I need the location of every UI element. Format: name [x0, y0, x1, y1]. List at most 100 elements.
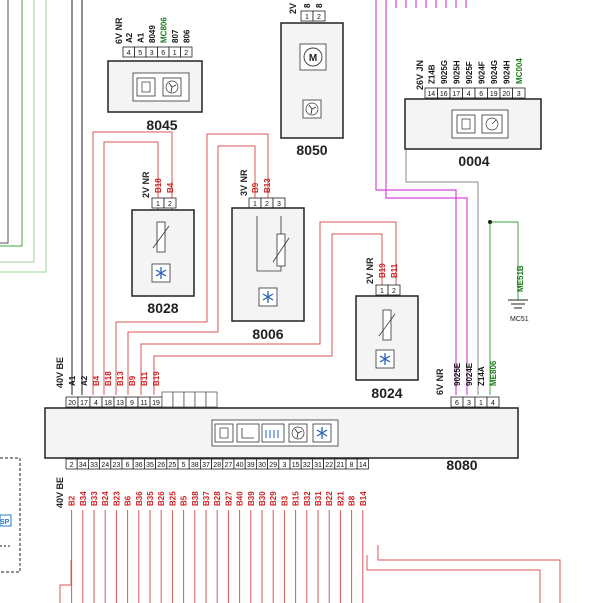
ecu-chip-icon: [456, 114, 476, 134]
c0004-wire-label: MC004: [515, 58, 524, 84]
c8024-wire-label: B11: [390, 263, 399, 278]
c8080-bottom-wire-label: B34: [79, 491, 88, 506]
c8080-bottom-pin-number: 26: [157, 462, 165, 469]
c8080-bottom-wire-label: B2: [68, 495, 77, 506]
c0004-pin-number: 3: [517, 91, 521, 98]
wire-9025e: [375, 0, 457, 395]
c8080-bottom-wire-label: B6: [124, 495, 133, 506]
c8080-topright-pin-number: 6: [455, 400, 459, 407]
component-8050: [280, 22, 344, 139]
c8080-bottom-pin-number: 6: [126, 462, 130, 469]
c8080-bottom-wire-label: B5: [180, 495, 189, 506]
c8006-pin-number: 1: [253, 201, 257, 208]
fan-blades: [294, 428, 303, 439]
c8080-bottom-wire-label: B36: [135, 491, 144, 506]
c8080-bottom-pin-number: 23: [113, 462, 121, 469]
c8080-topright-pin-number: 1: [479, 400, 483, 407]
c8080-topright-wire-label: 9025E: [453, 362, 462, 386]
c0004-pin-number: 6: [479, 91, 483, 98]
wire-b18: [103, 141, 159, 395]
c8080-top-pin-number: 18: [104, 400, 112, 407]
snowflake-strokes: [262, 291, 274, 303]
c8045-wire-label: 807: [171, 29, 180, 43]
ground-label: MC51: [510, 316, 529, 323]
c8006-wire-label: B13: [263, 178, 272, 193]
c0004-pin-number: 17: [452, 91, 460, 98]
component-8050-id: 8050: [296, 142, 327, 158]
c8080-bottom-pin-number: 34: [79, 462, 87, 469]
c8006-pin-number: 3: [277, 201, 281, 208]
heater-fins: [265, 430, 279, 438]
c8050-pin-number: 1: [305, 14, 309, 21]
c8080-bottom-wire-label: B29: [269, 491, 278, 506]
c8080-topright-wire-label: Z14A: [477, 366, 486, 386]
connector-8050-label: 2V: [288, 3, 298, 14]
c8080-bottom-wire-label: B32: [303, 491, 312, 506]
c8050-pin-cell: [312, 10, 326, 22]
c8028-pin-number: 1: [156, 201, 160, 208]
c8080-bottom-pin-number: 35: [146, 462, 154, 469]
c8080-top-blank-cell: [161, 391, 174, 408]
c8080-bottom-pin-number: 38: [191, 462, 199, 469]
c8080-top-blank-cell: [172, 391, 185, 408]
chip-body: [461, 118, 471, 130]
c8080-top-pin-number: 19: [152, 400, 160, 407]
c8080-top-wire-label: A2: [80, 375, 89, 386]
c8080-bottom-pin-number: 36: [135, 462, 143, 469]
wire-9024e: [385, 0, 468, 395]
c8080-bottom-wire-label: B37: [202, 491, 211, 506]
c8080-bottom-wire-label: B3: [280, 495, 289, 506]
c8080-bottom-wire-label: B27: [224, 491, 233, 506]
c8050-wire-label: 8: [315, 3, 324, 8]
c8080-topright-pin-number: 3: [467, 400, 471, 407]
c8024-wire-label: B19: [378, 263, 387, 278]
c8080-bottom-wire-label: B25: [168, 491, 177, 506]
c8080-bottom-pin-number: 15: [292, 462, 300, 469]
connector-8045-label: 6V NR: [114, 17, 124, 44]
heater-icon: [261, 423, 285, 443]
connector-8006-label: 3V NR: [239, 169, 249, 196]
c8080-bottom-pin-number: 5: [182, 462, 186, 469]
wire-left-green-1: [0, 0, 23, 247]
c8080-bottom-wire-label: B31: [314, 491, 323, 506]
c8045-pin-number: 5: [138, 50, 142, 57]
c8080-bottom-wire-label: B33: [90, 491, 99, 506]
c8080-bottom-pin-number: 37: [202, 462, 210, 469]
c8080-top-blank-cell: [183, 391, 196, 408]
c8080-bottom-wire-label: B30: [258, 491, 267, 506]
c8080-bottom-pin-number: 39: [247, 462, 255, 469]
c8080-top-wire-label: B9: [128, 375, 137, 386]
bottom-wires-layer: [59, 510, 561, 603]
c8080-top-blank-cell: [194, 391, 207, 408]
c8080-top-wire-label: A1: [68, 375, 77, 386]
c8080-top-pin-number: 4: [94, 400, 98, 407]
snowflake-strokes: [379, 353, 391, 365]
wire-b9: [127, 145, 256, 395]
c0004-pin-number: 20: [502, 91, 510, 98]
connector-8024-label: 2V NR: [365, 257, 375, 284]
wire-left-black: [0, 0, 9, 244]
sensor-icon: [236, 423, 260, 443]
c8050-pin-number: 2: [317, 14, 321, 21]
c8028-wire-label: B4: [166, 182, 175, 193]
c8050-wire-label: 8: [303, 3, 312, 8]
gauge-needle: [491, 119, 497, 125]
c8080-top-wire-label: B11: [140, 371, 149, 386]
c8080-bottom-pin-cell: [356, 458, 369, 470]
c8080-bottom-wire-label: B22: [325, 491, 334, 506]
c8080-bottom-pin-number: 27: [225, 462, 233, 469]
resistor-arrow: [152, 225, 170, 249]
c8045-wire-label: 8049: [148, 25, 157, 43]
snowflake-strokes: [155, 267, 167, 279]
c8080-bottom-pin-number: 3: [282, 462, 286, 469]
c0004-wire-label: 9024F: [477, 61, 486, 84]
c8080-topright-wire-label: ME806: [489, 360, 498, 386]
wire-b4: [92, 131, 173, 395]
c8080-top-pin-number: 13: [116, 400, 124, 407]
c8045-pin-number: 1: [173, 50, 177, 57]
connector-8080-top-left-label: 40V BE: [55, 357, 65, 388]
wire-b11: [140, 221, 397, 395]
c8080-bottom-wire-label: B15: [292, 491, 301, 506]
c8080-bottom-wire-label: B39: [247, 491, 256, 506]
